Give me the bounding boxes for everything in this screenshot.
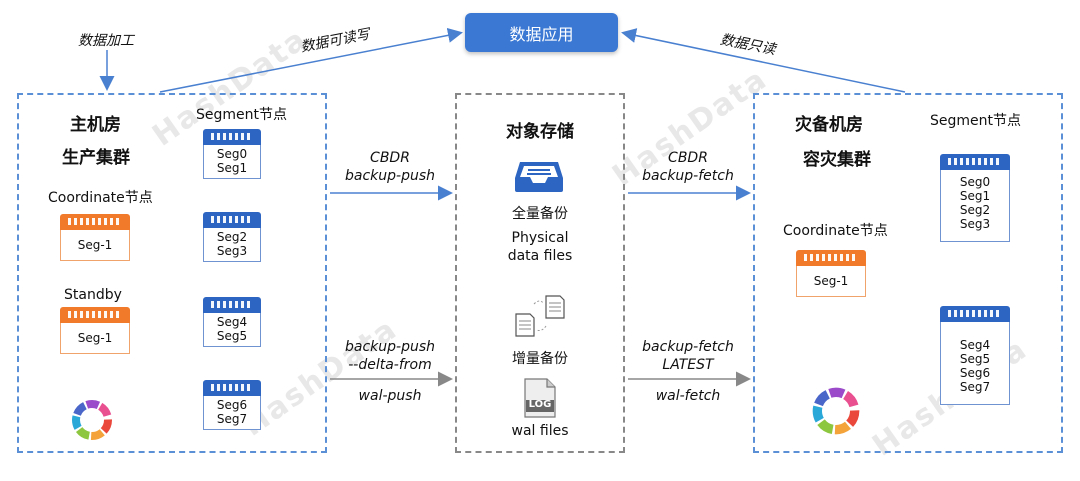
left-top-label-line2: backup-push	[344, 168, 435, 184]
dr-title-line1: 灾备机房	[795, 115, 863, 135]
dr-segment-header: Segment节点	[930, 113, 1021, 129]
primary-segment-header: Segment节点	[196, 107, 287, 123]
cluster-logo-icon	[72, 400, 112, 440]
primary-title-line2: 生产集群	[62, 148, 130, 168]
server-rack-icon	[940, 154, 1010, 170]
seg-label: Seg4	[216, 315, 248, 329]
left-bottom-label-line1: backup-push	[344, 339, 435, 355]
server-rack-icon	[60, 307, 130, 323]
primary-coordinate-node: Seg-1	[60, 214, 130, 261]
seg-label: Seg6	[216, 398, 248, 412]
right-bottom-label-line3: wal-fetch	[655, 388, 721, 404]
server-rack-icon	[203, 297, 261, 313]
incremental-backup-label: 增量备份	[512, 351, 568, 367]
primary-standby-header: Standby	[64, 287, 122, 303]
data-application-box: 数据应用	[465, 13, 618, 52]
seg-label: Seg0	[216, 147, 248, 161]
inbox-tray-icon	[515, 162, 563, 192]
wal-files-label: wal files	[511, 423, 569, 439]
server-rack-icon	[796, 250, 866, 266]
read-write-arrow	[159, 27, 463, 93]
dr-segment-node: Seg4 Seg5 Seg6 Seg7	[940, 306, 1010, 405]
seg-label: Seg7	[216, 412, 248, 426]
dr-coordinate-header: Coordinate节点	[783, 223, 888, 239]
seg-label: Seg0	[959, 175, 991, 189]
object-storage-box	[455, 93, 625, 453]
primary-title-line1: 主机房	[70, 115, 121, 135]
seg-label: Seg3	[216, 244, 248, 258]
log-file-icon: LOG	[523, 378, 557, 418]
storage-title: 对象存储	[506, 122, 574, 142]
node-label: Seg-1	[60, 323, 130, 354]
seg-label: Seg6	[959, 366, 991, 380]
dr-coordinate-node: Seg-1	[796, 250, 866, 297]
server-rack-icon	[203, 212, 261, 228]
full-backup-desc-line2: data files	[507, 248, 573, 264]
server-rack-icon	[60, 214, 130, 230]
right-top-label-line2: backup-fetch	[642, 168, 734, 184]
server-rack-icon	[203, 380, 261, 396]
seg-label: Seg1	[959, 189, 991, 203]
primary-coordinate-header: Coordinate节点	[48, 190, 153, 206]
seg-label: Seg7	[959, 380, 991, 394]
left-top-label-line1: CBDR	[370, 150, 410, 166]
dr-cluster-box	[753, 93, 1063, 453]
primary-standby-node: Seg-1	[60, 307, 130, 354]
processing-label: 数据加工	[78, 33, 134, 49]
dr-title-line2: 容灾集群	[803, 150, 871, 170]
log-icon-text: LOG	[528, 399, 552, 410]
seg-label: Seg2	[216, 230, 248, 244]
server-rack-icon	[203, 129, 261, 145]
seg-label: Seg5	[959, 352, 991, 366]
primary-cluster-box	[17, 93, 327, 453]
full-backup-label: 全量备份	[512, 206, 568, 222]
read-only-arrow	[621, 28, 906, 93]
file-sync-icon	[515, 295, 565, 337]
right-top-label-line1: CBDR	[668, 150, 708, 166]
left-bottom-label-line3: wal-push	[358, 388, 422, 404]
cluster-logo-icon	[812, 387, 860, 435]
seg-label: Seg2	[959, 203, 991, 217]
seg-label: Seg4	[959, 338, 991, 352]
seg-label: Seg5	[216, 329, 248, 343]
node-label: Seg-1	[796, 266, 866, 297]
right-bottom-label-line1: backup-fetch	[642, 339, 734, 355]
full-backup-desc-line1: Physical	[511, 230, 569, 246]
dr-segment-node: Seg0 Seg1 Seg2 Seg3	[940, 154, 1010, 242]
seg-label: Seg1	[216, 161, 248, 175]
right-bottom-label-line2: LATEST	[662, 357, 714, 373]
seg-label: Seg3	[959, 217, 991, 231]
node-label: Seg-1	[60, 230, 130, 261]
left-bottom-label-line2: --delta-from	[348, 357, 432, 373]
server-rack-icon	[940, 306, 1010, 322]
